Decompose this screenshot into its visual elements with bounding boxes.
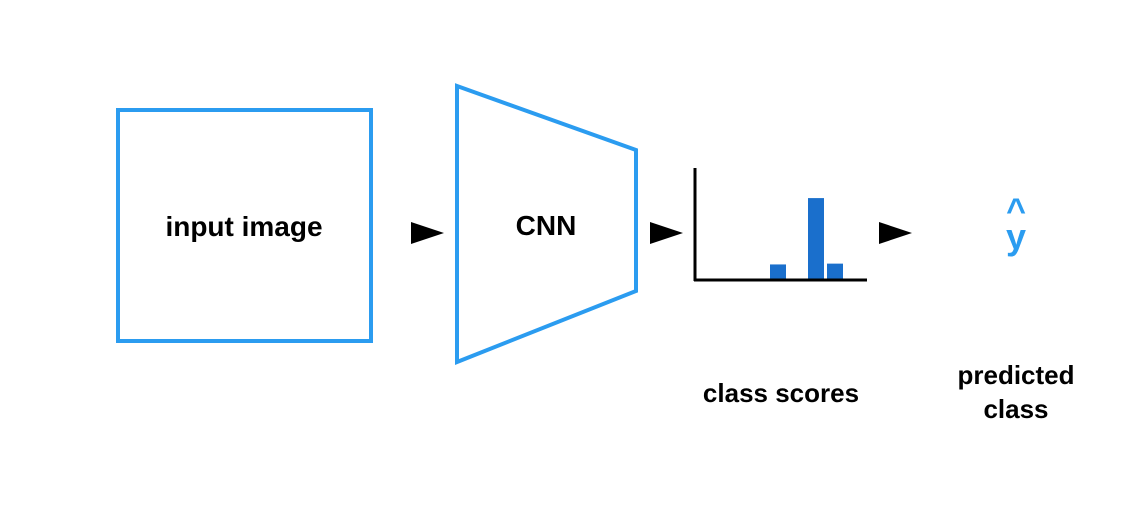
arrow-cnn-to-scores [650, 222, 683, 244]
input-image-box [116, 108, 373, 343]
class-scores-chart [693, 168, 867, 282]
arrow-input-to-cnn [411, 222, 444, 244]
yhat-hat: ^ [1006, 192, 1026, 230]
predicted-class-label-line2: class [983, 394, 1048, 424]
predicted-class-label-line1: predicted [957, 360, 1074, 390]
class-scores-label: class scores [703, 378, 859, 408]
cnn-trapezoid [455, 83, 638, 365]
score-bar-2 [770, 264, 786, 279]
yhat-symbol: y [1006, 216, 1026, 257]
input-image-label: input image [165, 211, 322, 242]
score-bar-4 [808, 198, 824, 279]
arrow-scores-to-prediction [879, 222, 912, 244]
cnn-label: CNN [516, 210, 577, 241]
score-bar-5 [827, 263, 843, 279]
